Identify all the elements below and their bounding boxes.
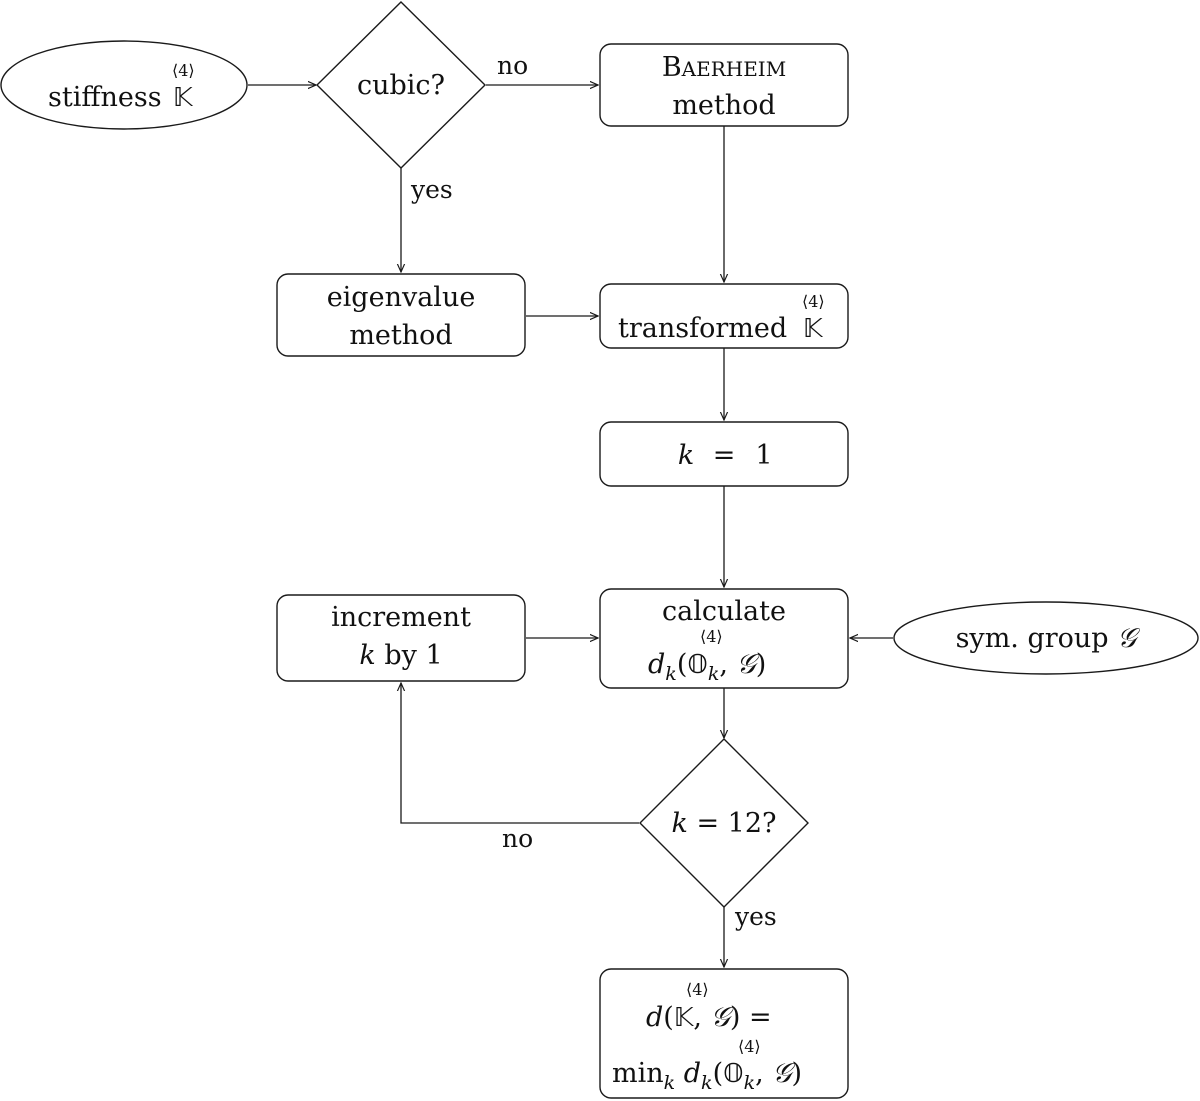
node-result: ⟨4⟩ d(𝕂, 𝒢) = ⟨4⟩ mink dk(𝕆k, 𝒢) bbox=[599, 968, 849, 1099]
node-k-check-shape bbox=[639, 738, 809, 908]
node-increment-line1: increment bbox=[331, 602, 471, 633]
node-sym-group: sym. group 𝒢 bbox=[893, 601, 1199, 675]
node-calculate-formula: dk(𝕆k, 𝒢) bbox=[648, 649, 766, 685]
node-result-order-2: ⟨4⟩ bbox=[738, 1037, 761, 1056]
node-baerheim-name: Baerheim bbox=[662, 52, 786, 83]
node-increment: increment k by 1 bbox=[276, 594, 526, 682]
edges bbox=[248, 85, 893, 967]
node-eigenvalue-line2: method bbox=[349, 320, 452, 351]
node-k-init-value: 1 bbox=[755, 440, 772, 471]
edge-label-cubic-no: no bbox=[497, 51, 528, 80]
node-cubic-label: cubic? bbox=[357, 70, 445, 101]
node-result-line2: mink dk(𝕆k, 𝒢) bbox=[612, 1058, 802, 1094]
node-cubic-decision: cubic? bbox=[316, 1, 486, 169]
node-stiffness-label: stiffness bbox=[48, 82, 162, 113]
node-stiffness-order: ⟨4⟩ bbox=[172, 61, 195, 80]
node-increment-line2: k by 1 bbox=[359, 640, 442, 671]
node-eigenvalue-shape bbox=[276, 273, 526, 357]
node-baerheim: Baerheim method bbox=[599, 43, 849, 127]
node-sym-group-shape bbox=[893, 601, 1199, 675]
edge-check-no-to-increment bbox=[401, 683, 639, 824]
node-result-line1: d(𝕂, 𝒢) = bbox=[646, 1002, 772, 1033]
node-calculate-order: ⟨4⟩ bbox=[700, 627, 723, 646]
node-stiffness-shape bbox=[0, 40, 248, 130]
node-eigenvalue-line1: eigenvalue bbox=[327, 282, 476, 313]
node-baerheim-shape bbox=[599, 43, 849, 127]
node-result-order-1: ⟨4⟩ bbox=[686, 980, 709, 999]
node-result-shape bbox=[599, 968, 849, 1099]
node-transformed: transformed ⟨4⟩ 𝕂 bbox=[599, 283, 849, 349]
node-sym-group-label: sym. group 𝒢 bbox=[956, 623, 1142, 654]
node-k-check-decision: k = 12? bbox=[639, 738, 809, 908]
edge-label-cubic-yes: yes bbox=[410, 175, 453, 204]
node-transformed-order: ⟨4⟩ bbox=[802, 292, 825, 311]
node-stiffness: stiffness ⟨4⟩ 𝕂 bbox=[0, 40, 248, 130]
node-transformed-symbol: 𝕂 bbox=[803, 314, 824, 344]
node-k-check-label: k = 12? bbox=[671, 808, 776, 839]
node-calculate-line1: calculate bbox=[662, 596, 786, 627]
node-k-init-var: k bbox=[678, 440, 694, 471]
node-eigenvalue: eigenvalue method bbox=[276, 273, 526, 357]
node-calculate: calculate ⟨4⟩ dk(𝕆k, 𝒢) bbox=[599, 588, 849, 689]
node-k-init: k = 1 bbox=[599, 421, 849, 487]
node-calculate-shape bbox=[599, 588, 849, 689]
node-cubic-shape bbox=[316, 1, 486, 169]
node-transformed-label: transformed bbox=[618, 313, 787, 344]
node-k-init-eq: = bbox=[713, 440, 736, 471]
edge-label-check-no: no bbox=[502, 824, 533, 853]
edge-label-check-yes: yes bbox=[734, 902, 777, 931]
node-stiffness-symbol: 𝕂 bbox=[173, 83, 194, 113]
node-baerheim-line2: method bbox=[672, 90, 775, 121]
node-transformed-shape bbox=[599, 283, 849, 349]
node-k-init-shape bbox=[599, 421, 849, 487]
node-increment-shape bbox=[276, 594, 526, 682]
